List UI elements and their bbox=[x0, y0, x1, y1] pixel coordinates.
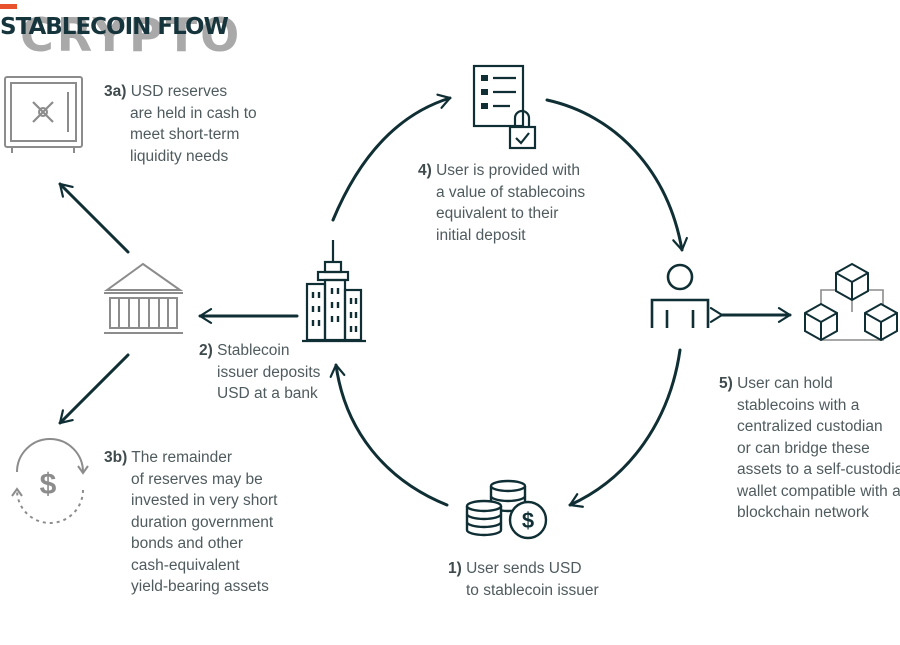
step-text-line: or can bridge these bbox=[737, 439, 870, 457]
arrow-bank-to-dollar-cycle bbox=[58, 353, 130, 425]
user-icon bbox=[650, 263, 710, 328]
brand-watermark: CRYPTO bbox=[20, 8, 243, 62]
arrow-user-to-coins bbox=[568, 348, 682, 508]
step-text-line: blockchain network bbox=[737, 504, 869, 521]
locked-document-icon bbox=[472, 64, 537, 150]
arrow-issuer-to-document bbox=[331, 93, 452, 222]
step-2-label: 2) Stablecoin issuer deposits USD at a b… bbox=[199, 340, 320, 405]
page-title: STABLECOIN FLOW bbox=[0, 14, 229, 40]
step-number: 4) bbox=[418, 162, 432, 179]
step-text-line: User sends USD bbox=[466, 560, 582, 577]
step-number: 3a) bbox=[104, 83, 127, 100]
blockchain-cubes-icon bbox=[804, 262, 898, 342]
coins-dollar-icon: $ bbox=[465, 479, 548, 540]
step-number: 1) bbox=[448, 560, 462, 577]
step-text-line: to stablecoin issuer bbox=[466, 581, 599, 599]
step-text-line: of reserves may be bbox=[131, 470, 263, 488]
step-text-line: duration government bbox=[131, 513, 274, 531]
step-text-line: User can hold bbox=[737, 375, 833, 392]
arrow-document-to-user bbox=[545, 98, 688, 252]
step-text-line: stablecoins with a bbox=[737, 396, 860, 414]
dollar-cycle-icon: $ bbox=[11, 438, 89, 524]
brand-accent-bar bbox=[0, 4, 17, 9]
step-number: 3b) bbox=[104, 449, 128, 466]
step-text-line: invested in very short bbox=[131, 492, 278, 509]
step-text-line: User is provided with bbox=[436, 162, 580, 179]
step-text-line: meet short-term bbox=[130, 126, 240, 143]
step-text-line: USD at a bank bbox=[217, 385, 318, 402]
step-text-line: assets to a self-custodial bbox=[737, 461, 900, 478]
svg-text:$: $ bbox=[522, 508, 534, 533]
step-text-line: are held in cash to bbox=[130, 104, 257, 122]
step-3a-label: 3a) USD reserves are held in cash to mee… bbox=[104, 81, 257, 167]
step-text-line: wallet compatible with a bbox=[737, 482, 900, 500]
step-number: 2) bbox=[199, 342, 213, 359]
step-5-label: 5) User can hold stablecoins with a cent… bbox=[719, 373, 900, 524]
step-text-line: initial deposit bbox=[436, 226, 526, 244]
step-3b-label: 3b) The remainder of reserves may be inv… bbox=[104, 447, 277, 598]
step-text-line: issuer deposits bbox=[217, 363, 321, 381]
step-text-line: cash-equivalent bbox=[131, 556, 240, 574]
step-1-label: 1) User sends USD to stablecoin issuer bbox=[448, 558, 599, 601]
step-text-line: USD reserves bbox=[130, 83, 228, 100]
arrow-coins-to-issuer bbox=[329, 363, 449, 507]
step-text-line: a value of stablecoins bbox=[436, 183, 586, 201]
step-text-line: liquidity needs bbox=[130, 147, 229, 165]
skyscraper-icon bbox=[302, 240, 366, 343]
step-text-line: yield-bearing assets bbox=[131, 578, 269, 595]
arrow-bank-to-vault bbox=[58, 182, 130, 254]
step-text-line: equivalent to their bbox=[436, 205, 559, 222]
bank-icon bbox=[103, 262, 184, 334]
svg-text:$: $ bbox=[40, 468, 57, 501]
step-number: 5) bbox=[719, 375, 733, 392]
step-4-label: 4) User is provided with a value of stab… bbox=[418, 160, 585, 246]
step-text-line: bonds and other bbox=[131, 535, 244, 552]
step-text-line: Stablecoin bbox=[217, 342, 290, 359]
step-text-line: The remainder bbox=[131, 449, 233, 466]
vault-icon bbox=[4, 76, 83, 153]
step-text-line: centralized custodian bbox=[737, 418, 883, 435]
